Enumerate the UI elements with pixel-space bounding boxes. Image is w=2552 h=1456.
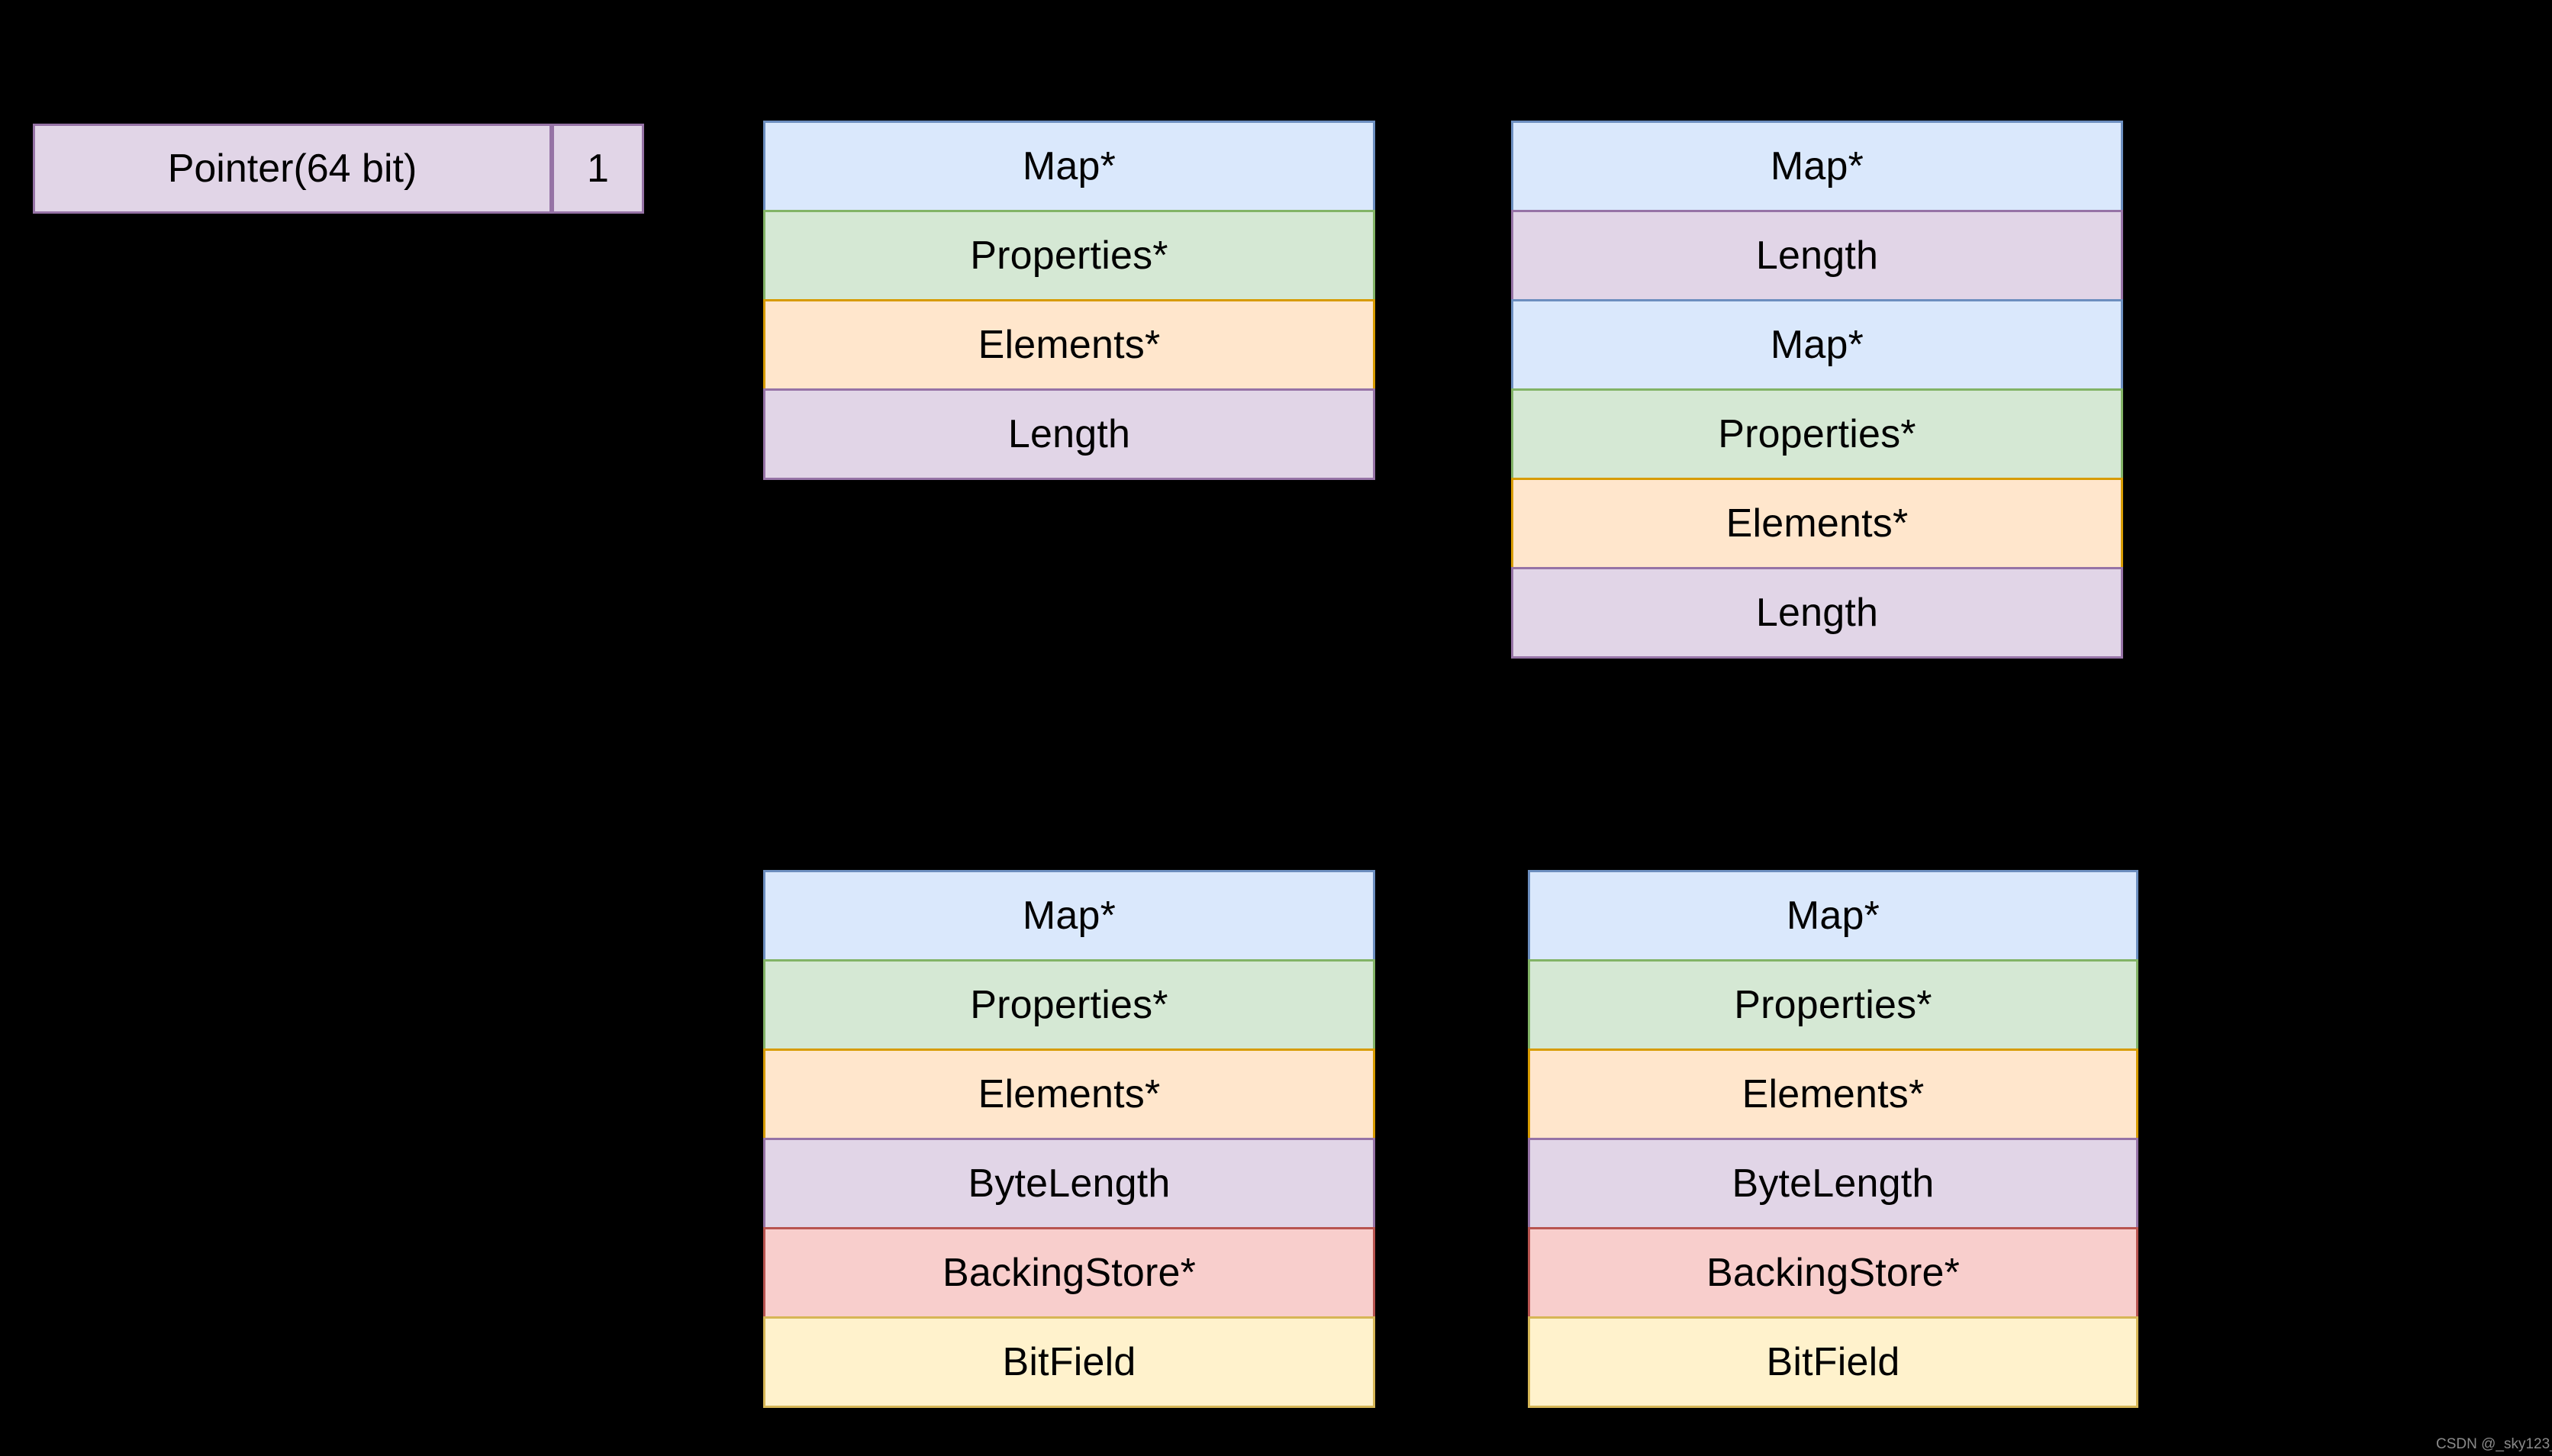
field-row: BitField [1528,1316,2138,1408]
field-row: Elements* [763,299,1375,391]
field-row: BackingStore* [1528,1227,2138,1319]
field-row: Elements* [1511,478,2123,569]
field-row: Length [763,388,1375,480]
field-row: Length [1511,567,2123,659]
pointer-cell-0: Pointer(64 bit) [33,124,552,214]
field-row: Properties* [1511,388,2123,480]
field-row: ByteLength [763,1138,1375,1229]
jsarray-layout: Map*Properties*Elements*Length [763,121,1375,480]
field-row: ByteLength [1528,1138,2138,1229]
field-row: Properties* [763,210,1375,301]
pointer-box: Pointer(64 bit)1 [33,124,644,214]
field-row: BitField [763,1316,1375,1408]
watermark-label: CSDN @_sky123_ [2436,1436,2552,1452]
field-row: Elements* [1528,1049,2138,1140]
field-row: Map* [1528,870,2138,962]
field-row: Length [1511,210,2123,301]
field-row: Properties* [763,959,1375,1051]
field-row: Map* [1511,299,2123,391]
field-row: Elements* [763,1049,1375,1140]
field-row: BackingStore* [763,1227,1375,1319]
field-row: Map* [1511,121,2123,212]
field-row: Map* [763,121,1375,212]
pointer-cell-1: 1 [552,124,644,214]
field-row: Properties* [1528,959,2138,1051]
field-row: Map* [763,870,1375,962]
